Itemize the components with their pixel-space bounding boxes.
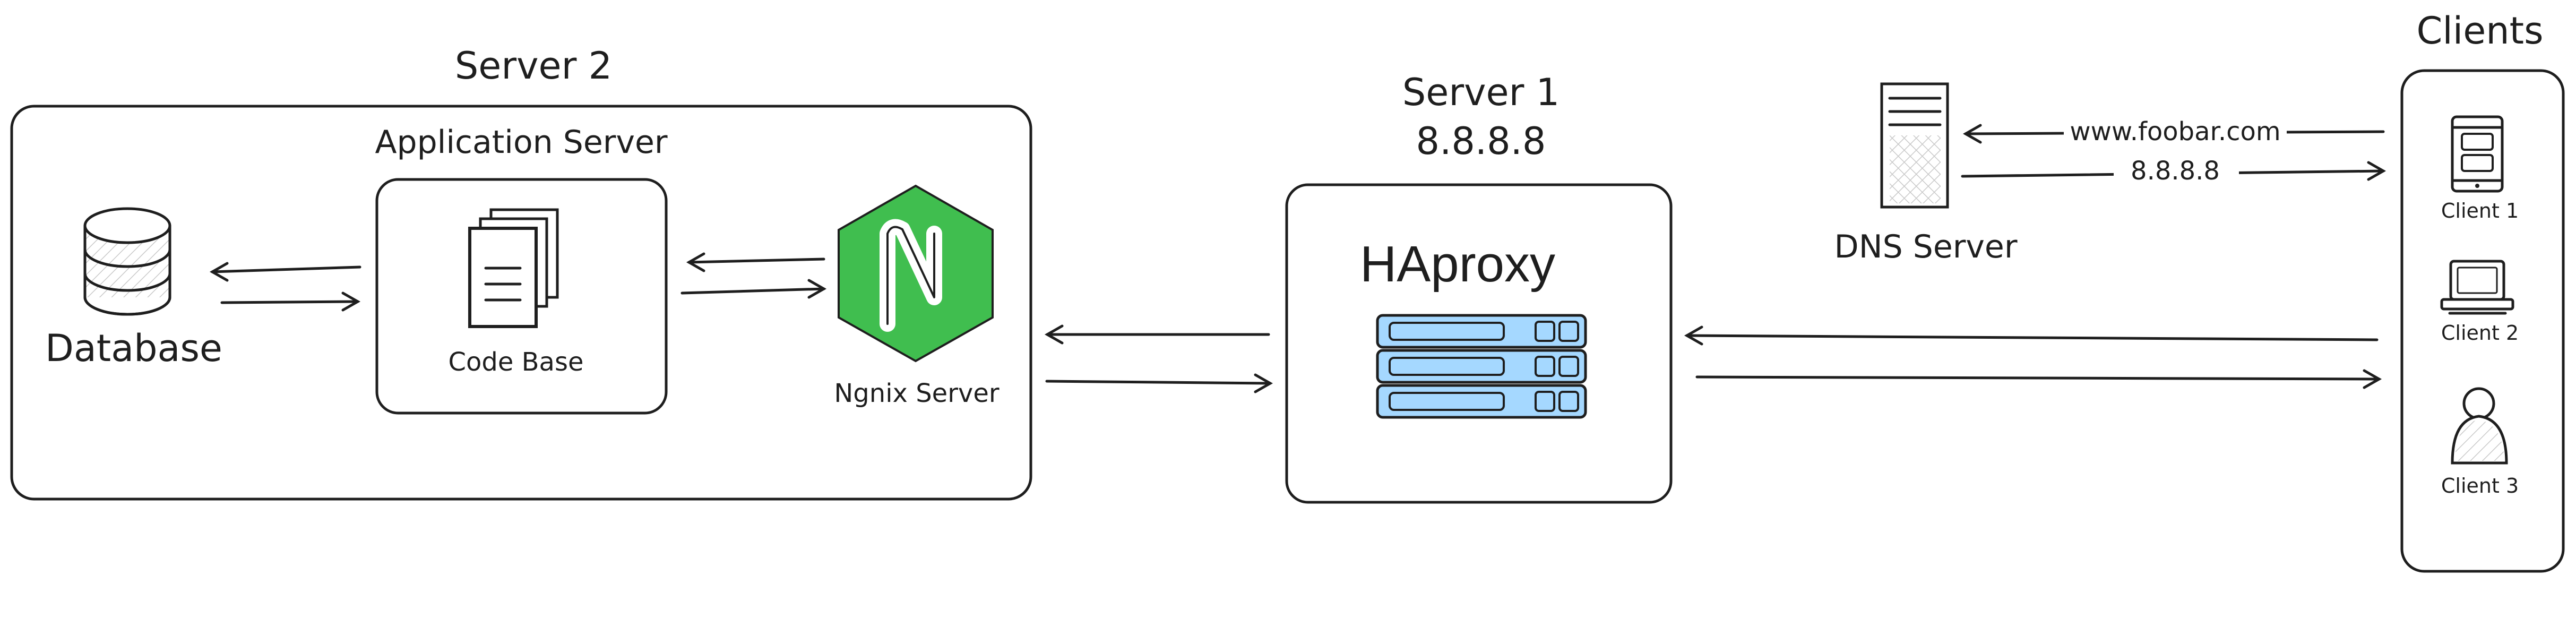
haproxy-label: HAproxy (1360, 236, 1555, 293)
client-1-label: Client 1 (2441, 199, 2519, 222)
arrow-haproxy-to-nginx (1044, 324, 1270, 345)
server2-title: Server 2 (455, 44, 612, 88)
client-2-label: Client 2 (2441, 321, 2519, 345)
arrow-database-to-codebase (220, 291, 361, 312)
server-rack-icon (1376, 314, 1587, 419)
server1-box (1285, 183, 1673, 504)
server2-group: Server 2 Application Server Database (10, 44, 1032, 501)
server1-title: Server 1 (1402, 71, 1560, 114)
arrow-nginx-to-haproxy (1045, 373, 1273, 393)
dns-server-icon (1880, 82, 1949, 209)
arrow-dns-response: 8.8.8.8 (1961, 156, 2387, 186)
database-icon (83, 207, 171, 316)
laptop-icon (2440, 260, 2514, 315)
documents-icon (468, 208, 559, 328)
clients-group: Clients Client 1 Client 2 Client 3 (2400, 9, 2565, 573)
dns-server-label: DNS Server (1834, 228, 2018, 265)
server1-ip: 8.8.8.8 (1416, 119, 1546, 163)
database-label: Database (45, 327, 222, 370)
arrow-codebase-to-database (209, 262, 361, 282)
dns-query-label: www.foobar.com (2070, 117, 2280, 147)
arrow-dns-query: www.foobar.com (1962, 117, 2385, 147)
dns-response-label: 8.8.8.8 (2131, 156, 2220, 186)
nginx-icon (838, 184, 994, 363)
server2-box (10, 105, 1032, 501)
nginx-label: Ngnix Server (834, 379, 999, 408)
server1-group: Server 1 8.8.8.8 HAproxy (1285, 71, 1673, 504)
arrow-codebase-to-nginx (680, 279, 827, 299)
app-server-label: Application Server (375, 124, 667, 161)
arrow-clients-to-haproxy (1684, 325, 2379, 346)
code-base-label: Code Base (448, 347, 583, 377)
clients-title: Clients (2416, 9, 2543, 53)
dns-group: DNS Server www.foobar.com 8.8.8.8 (1834, 82, 2387, 265)
arrow-nginx-to-codebase (686, 252, 825, 272)
clients-box (2400, 69, 2565, 573)
user-icon (2451, 387, 2508, 465)
client-3-label: Client 3 (2441, 474, 2519, 497)
code-base-box (375, 178, 668, 415)
arrow-haproxy-to-clients (1695, 369, 2382, 389)
mobile-phone-icon (2451, 115, 2504, 193)
